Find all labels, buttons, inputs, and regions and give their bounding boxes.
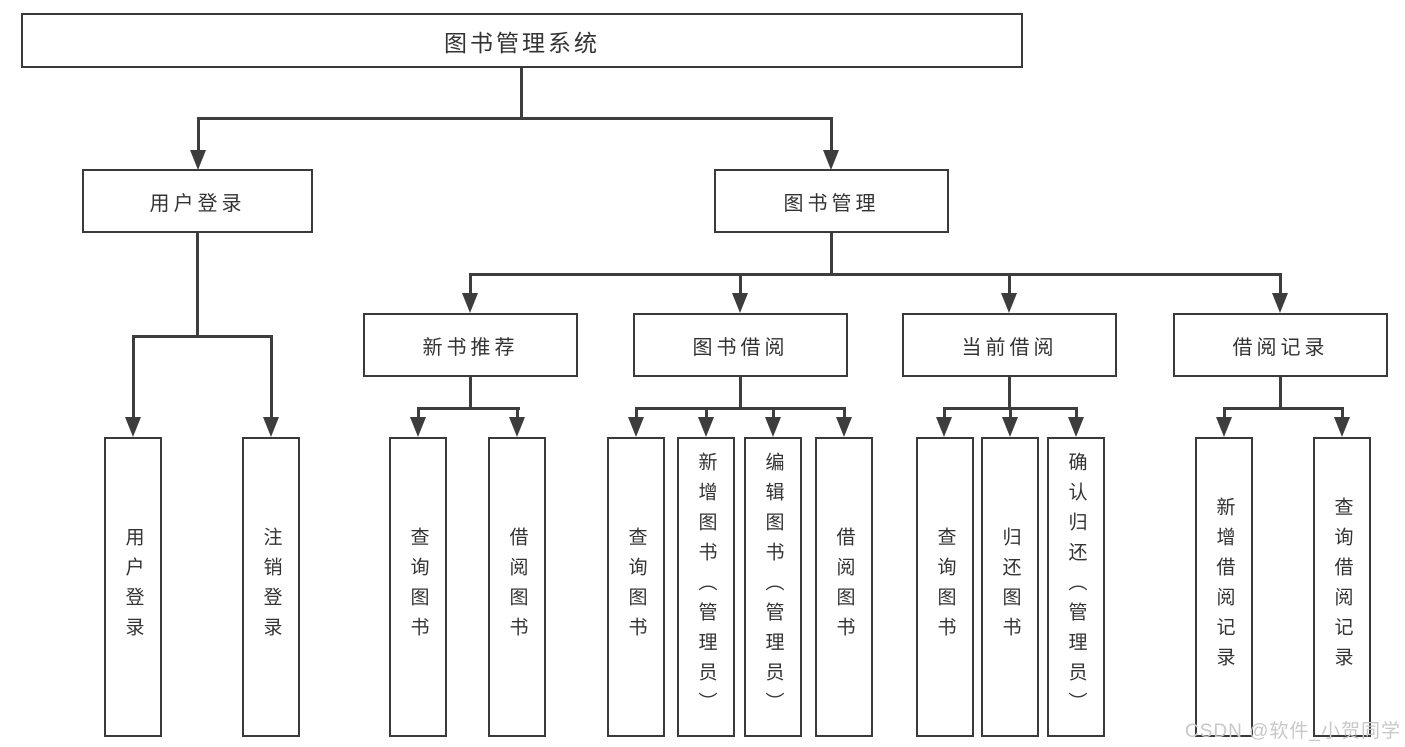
node-label: 新书推荐 <box>422 336 519 359</box>
leaf-query-books: 查询图书 <box>389 437 447 737</box>
leaf-query-borrow-record: 查询借阅记录 <box>1313 437 1371 737</box>
connector-line <box>1223 407 1226 423</box>
arrowhead-icon <box>1216 417 1232 437</box>
connector-line <box>469 273 472 298</box>
connector-line <box>1223 407 1344 410</box>
leaf-add-borrow-record: 新增借阅记录 <box>1195 437 1253 737</box>
node-user-login: 用户登录 <box>82 169 313 233</box>
node-borrowing-records: 借阅记录 <box>1173 313 1388 377</box>
connector-line <box>197 117 833 120</box>
connector-line <box>830 117 833 153</box>
arrowhead-icon <box>628 417 644 437</box>
connector-line <box>635 407 638 423</box>
node-label: 图书管理系统 <box>444 29 600 56</box>
node-label: 用户登录 <box>149 192 246 215</box>
connector-line <box>417 407 420 423</box>
connector-line <box>1279 377 1282 409</box>
node-label: 借阅图书 <box>506 527 528 647</box>
arrowhead-icon <box>410 417 426 437</box>
node-book-borrowing: 图书借阅 <box>633 313 848 377</box>
arrowhead-icon <box>190 150 206 170</box>
arrowhead-icon <box>823 150 839 170</box>
connector-line <box>417 407 520 410</box>
arrowhead-icon <box>698 417 714 437</box>
connector-line <box>132 335 273 338</box>
connector-line <box>739 377 742 409</box>
node-book-management: 图书管理 <box>714 169 949 233</box>
node-label: 查询图书 <box>625 527 647 647</box>
leaf-edit-books-admin: 编辑图书（管理员） <box>744 437 802 737</box>
connector-line <box>1075 407 1078 423</box>
node-label: 借阅图书 <box>833 527 855 647</box>
leaf-add-books-admin: 新增图书（管理员） <box>677 437 735 737</box>
connector-line <box>1008 377 1011 409</box>
node-label: 图书借阅 <box>692 336 789 359</box>
connector-line <box>520 68 523 119</box>
connector-line <box>469 377 472 409</box>
arrowhead-icon <box>1068 417 1084 437</box>
leaf-logout: 注销登录 <box>242 437 300 737</box>
arrowhead-icon <box>1002 417 1018 437</box>
node-label: 查询图书 <box>934 527 956 647</box>
connector-line <box>843 407 846 423</box>
connector-line <box>270 335 273 421</box>
connector-line <box>1341 407 1344 423</box>
connector-line <box>1009 407 1012 423</box>
arrowhead-icon <box>125 417 141 437</box>
arrowhead-icon <box>462 293 478 313</box>
leaf-user-login: 用户登录 <box>104 437 162 737</box>
arrowhead-icon <box>263 417 279 437</box>
node-label: 用户登录 <box>122 527 144 647</box>
arrowhead-icon <box>836 417 852 437</box>
node-label: 注销登录 <box>260 527 282 647</box>
node-library-management-system: 图书管理系统 <box>21 13 1023 68</box>
connector-line <box>943 407 946 423</box>
connector-line <box>772 407 775 423</box>
node-new-book-recommendation: 新书推荐 <box>363 313 578 377</box>
arrowhead-icon <box>936 417 952 437</box>
node-label: 编辑图书（管理员） <box>762 452 784 722</box>
connector-line <box>739 273 742 298</box>
arrowhead-icon <box>732 293 748 313</box>
leaf-borrow-books: 借阅图书 <box>488 437 546 737</box>
csdn-watermark: CSDN @软件_小贺同学 <box>1185 721 1401 742</box>
arrowhead-icon <box>1334 417 1350 437</box>
arrowhead-icon <box>1272 293 1288 313</box>
leaf-confirm-return-admin: 确认归还（管理员） <box>1047 437 1105 737</box>
node-label: 确认归还（管理员） <box>1065 452 1087 722</box>
leaf-return-books: 归还图书 <box>981 437 1039 737</box>
leaf-borrow-books: 借阅图书 <box>815 437 873 737</box>
node-label: 归还图书 <box>999 527 1021 647</box>
arrowhead-icon <box>1001 293 1017 313</box>
leaf-query-books: 查询图书 <box>607 437 665 737</box>
leaf-query-books: 查询图书 <box>916 437 974 737</box>
connector-line <box>635 407 845 410</box>
connector-line <box>196 233 199 337</box>
connector-line <box>197 117 200 153</box>
node-current-borrowing: 当前借阅 <box>902 313 1117 377</box>
connector-line <box>469 273 1282 276</box>
node-label: 图书管理 <box>783 192 880 215</box>
arrowhead-icon <box>509 417 525 437</box>
connector-line <box>705 407 708 423</box>
node-label: 新增借阅记录 <box>1213 497 1235 677</box>
connector-line <box>1008 273 1011 298</box>
arrowhead-icon <box>765 417 781 437</box>
node-label: 当前借阅 <box>961 336 1058 359</box>
connector-line <box>516 407 519 423</box>
connector-line <box>132 335 135 421</box>
node-label: 查询借阅记录 <box>1331 497 1353 677</box>
node-label: 查询图书 <box>407 527 429 647</box>
connector-line <box>830 233 833 275</box>
node-label: 新增图书（管理员） <box>695 452 717 722</box>
node-label: 借阅记录 <box>1232 336 1329 359</box>
connector-line <box>1279 273 1282 298</box>
